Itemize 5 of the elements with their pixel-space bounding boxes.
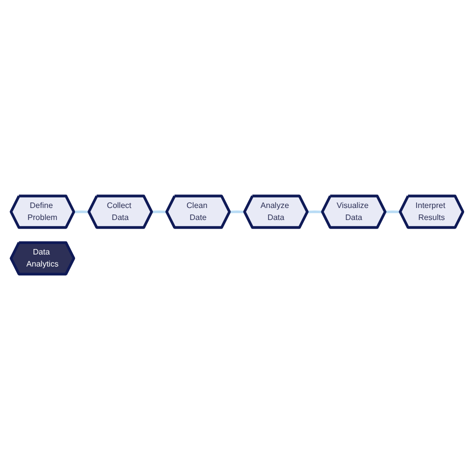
connector [230, 210, 245, 214]
connector [308, 210, 323, 214]
connector [385, 210, 400, 214]
connector [74, 210, 90, 214]
connector [152, 210, 167, 214]
